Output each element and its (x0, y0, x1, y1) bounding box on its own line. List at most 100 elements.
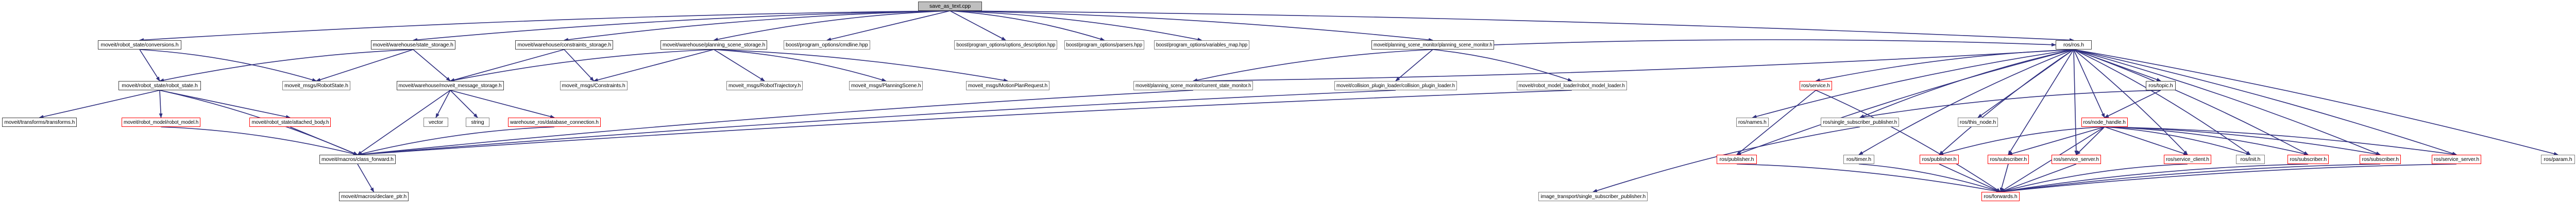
graph-node[interactable]: boost/program_options/cmdline.hpp (784, 40, 870, 50)
graph-node-label: moveit/macros/declare_ptr.h (341, 193, 407, 200)
graph-node[interactable]: ros/subscriber.h (2287, 155, 2329, 164)
graph-node[interactable]: moveit_msgs/RobotState.h (282, 81, 350, 90)
graph-node[interactable]: string (466, 118, 489, 127)
graph-node[interactable]: boost/program_options/options_descriptio… (954, 40, 1057, 50)
graph-node[interactable]: moveit/collision_plugin_loader/collision… (1334, 81, 1457, 90)
graph-edge (2104, 126, 2457, 156)
graph-node[interactable]: boost/program_options/parsers.hpp (1064, 40, 1144, 50)
graph-node-label: boost/program_options/variables_map.hpp (1156, 41, 1248, 48)
graph-edge (1395, 49, 1433, 81)
graph-edge (2073, 49, 2078, 155)
graph-node-root[interactable]: save_as_text.cpp (918, 2, 982, 11)
graph-edge (1859, 49, 2074, 118)
graph-node[interactable]: ros/publisher.h (1920, 155, 1959, 164)
graph-node[interactable]: ros/this_node.h (1958, 118, 1998, 127)
graph-node-label: moveit/robot_model_loader/robot_model_lo… (1518, 82, 1625, 89)
graph-node-label: moveit/warehouse/planning_scene_storage.… (662, 41, 766, 48)
graph-node[interactable]: ros/ros.h (2056, 40, 2092, 50)
graph-edge (2076, 126, 2105, 155)
graph-node[interactable]: ros/node_handle.h (2081, 118, 2128, 127)
graph-node[interactable]: ros/single_subscriber_publisher.h (1821, 118, 1899, 127)
graph-node-label: boost/program_options/cmdline.hpp (786, 41, 868, 48)
graph-node[interactable]: ros/subscriber.h (1988, 155, 2029, 164)
graph-node[interactable]: moveit/warehouse/constraints_storage.h (515, 40, 613, 50)
graph-node-label: moveit/planning_scene_monitor/planning_s… (1373, 41, 1493, 48)
graph-edge (826, 10, 951, 41)
graph-node[interactable]: moveit/robot_state/robot_state.h (118, 81, 201, 90)
graph-edge (159, 49, 414, 82)
graph-edge (1859, 90, 2161, 119)
graph-node-label: ros/publisher.h (1922, 156, 1957, 162)
graph-edge (1432, 49, 1572, 81)
graph-edge (290, 126, 358, 155)
graph-node[interactable]: moveit/robot_model/robot_model.h (122, 118, 200, 127)
graph-node-label: ros/service.h (1801, 82, 1831, 89)
graph-node-label: ros/service_server.h (2434, 156, 2479, 162)
graph-edge (2073, 49, 2105, 118)
graph-node[interactable]: moveit/macros/declare_ptr.h (339, 192, 409, 201)
graph-node[interactable]: ros/publisher.h (1717, 155, 1757, 164)
graph-node[interactable]: moveit/robot_state/attached_body.h (249, 118, 331, 127)
graph-edge (564, 49, 595, 81)
graph-node[interactable]: ros/names.h (1736, 118, 1769, 127)
graph-node-label: ros/service_server.h (2054, 156, 2099, 162)
graph-node[interactable]: vector (423, 118, 448, 127)
graph-edge (2104, 126, 2309, 156)
graph-node-label: ros/topic.h (2148, 82, 2173, 89)
graph-node[interactable]: moveit/transforms/transforms.h (2, 118, 77, 127)
graph-node-label: moveit/robot_model/robot_model.h (123, 119, 199, 125)
graph-node[interactable]: boost/program_options/variables_map.hpp (1154, 40, 1249, 50)
graph-node-label: moveit/warehouse/moveit_message_storage.… (398, 82, 502, 89)
graph-edge (1193, 49, 1433, 82)
graph-edge (1816, 90, 2001, 192)
graph-node[interactable]: moveit/planning_scene_monitor/current_st… (1133, 81, 1253, 90)
graph-node[interactable]: moveit/warehouse/planning_scene_storage.… (660, 40, 767, 50)
graph-node-label: warehouse_ros/database_connection.h (510, 119, 599, 125)
graph-node[interactable]: moveit_msgs/MotionPlanRequest.h (966, 81, 1049, 90)
graph-node[interactable]: moveit/macros/class_forward.h (319, 155, 396, 164)
graph-node-label: string (471, 119, 484, 125)
graph-node[interactable]: image_transport/single_subscriber_publis… (1538, 192, 1648, 201)
graph-edge (1858, 49, 2074, 155)
graph-edge (1977, 49, 2074, 118)
graph-node[interactable]: warehouse_ros/database_connection.h (508, 118, 601, 127)
graph-node[interactable]: ros/timer.h (1843, 155, 1874, 164)
graph-node[interactable]: ros/param.h (2541, 155, 2575, 164)
graph-edge (1815, 49, 2074, 82)
graph-edge (1193, 47, 2074, 81)
graph-edge (159, 90, 163, 118)
graph-edge (2073, 49, 2558, 156)
graph-node[interactable]: ros/service_client.h (2164, 155, 2211, 164)
graph-node[interactable]: moveit/robot_model_loader/robot_model_lo… (1517, 81, 1627, 90)
graph-edge (950, 10, 1202, 41)
graph-node[interactable]: ros/forwards.h (1981, 192, 2020, 201)
graph-edge (450, 90, 478, 118)
graph-node[interactable]: moveit_msgs/Constraints.h (560, 81, 628, 90)
graph-node[interactable]: moveit/warehouse/state_storage.h (371, 40, 455, 50)
graph-node[interactable]: ros/service_server.h (2052, 155, 2101, 164)
graph-node[interactable]: ros/service.h (1800, 81, 1832, 90)
graph-node-label: moveit_msgs/PlanningScene.h (851, 82, 921, 89)
graph-edge (316, 49, 414, 81)
graph-node[interactable]: moveit_msgs/RobotTrajectory.h (726, 81, 803, 90)
graph-node-label: moveit/warehouse/constraints_storage.h (517, 41, 611, 48)
graph-node[interactable]: moveit_msgs/PlanningScene.h (849, 81, 923, 90)
graph-edge (357, 164, 375, 192)
graph-node[interactable]: moveit/warehouse/moveit_message_storage.… (397, 81, 504, 90)
graph-edge (139, 10, 951, 42)
graph-node-label: moveit/warehouse/state_storage.h (372, 41, 454, 48)
graph-edge (2073, 49, 2188, 155)
graph-edge (714, 49, 1008, 83)
graph-edge (1858, 164, 2001, 192)
graph-node[interactable]: ros/subscriber.h (2360, 155, 2401, 164)
graph-node[interactable]: ros/service_server.h (2432, 155, 2481, 164)
graph-node[interactable]: ros/init.h (2236, 155, 2265, 164)
graph-edge (2073, 49, 2309, 155)
graph-edge (1736, 164, 2001, 193)
graph-edge (413, 10, 951, 42)
graph-node[interactable]: moveit/planning_scene_monitor/planning_s… (1371, 40, 1494, 50)
graph-edge (2073, 49, 2457, 155)
graph-node[interactable]: moveit/robot_state/conversions.h (98, 40, 181, 50)
graph-node[interactable]: ros/topic.h (2146, 81, 2176, 90)
graph-edge (2073, 49, 2381, 155)
